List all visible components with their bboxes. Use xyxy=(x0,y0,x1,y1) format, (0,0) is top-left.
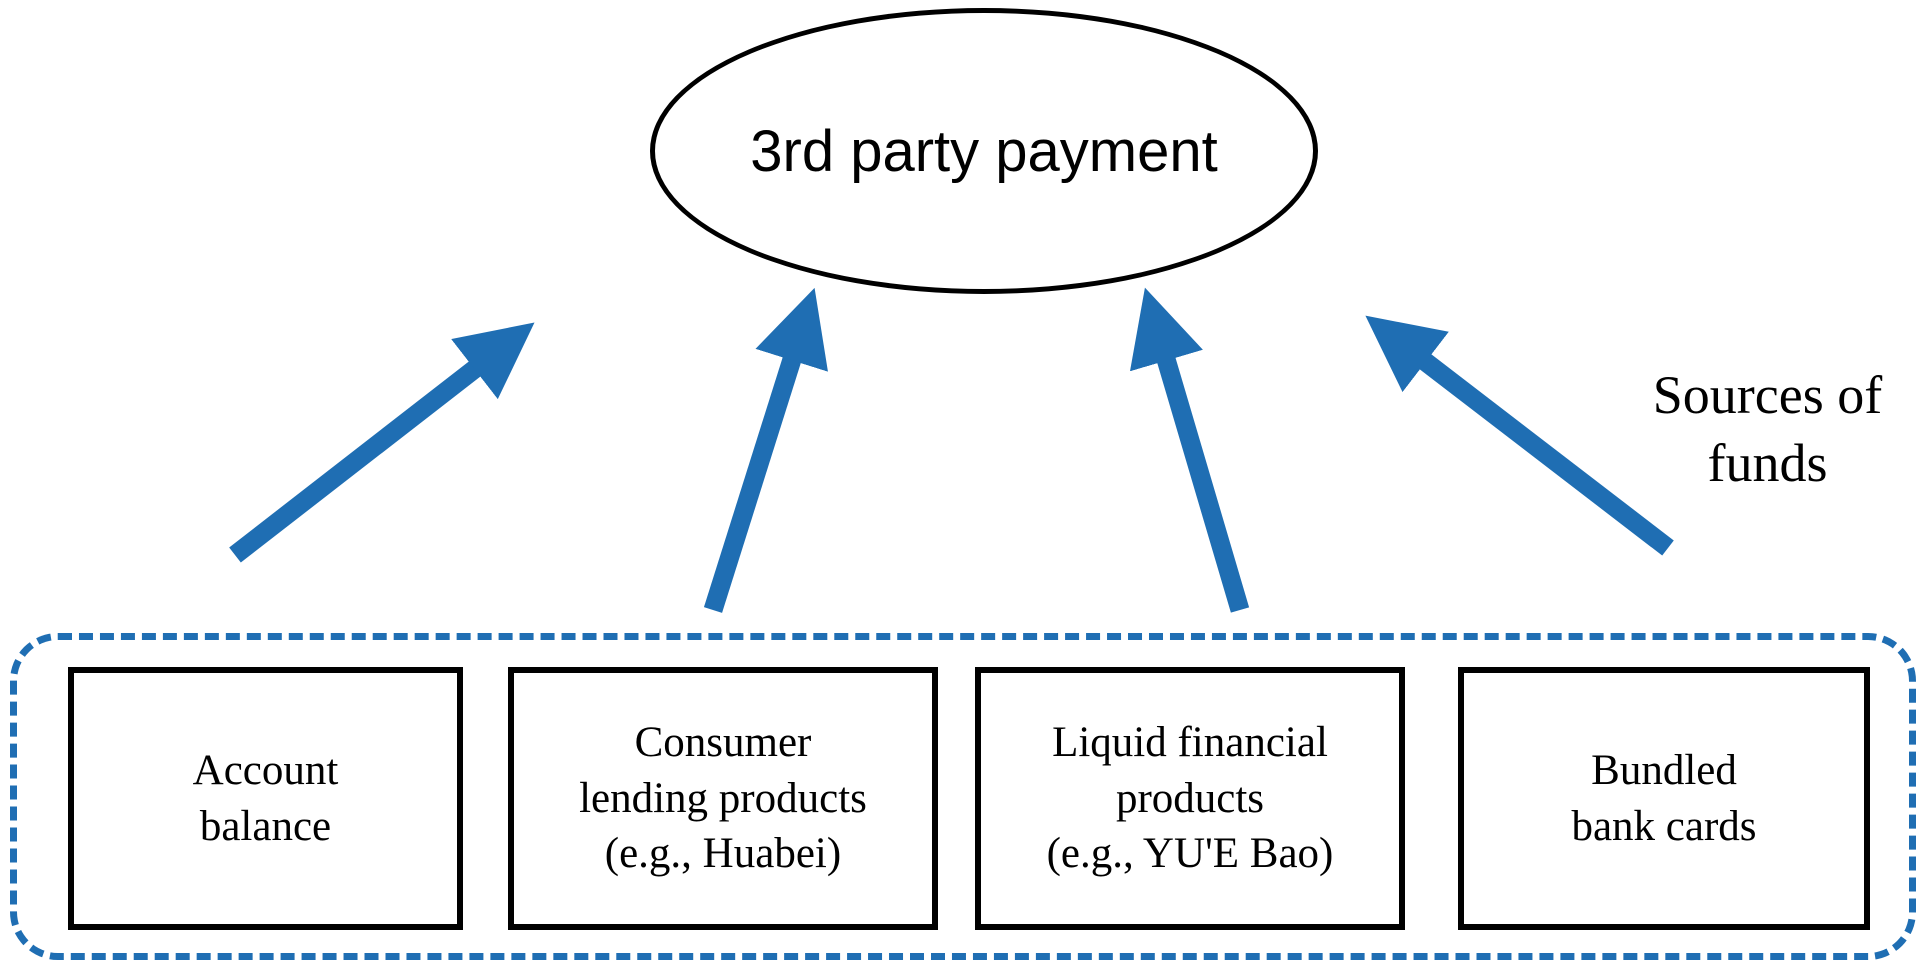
arrow-liquid-financial xyxy=(1129,287,1250,613)
payment-ellipse-node: 3rd party payment xyxy=(650,8,1318,294)
source-box-bundled-bank-cards: Bundled bank cards xyxy=(1458,667,1870,930)
payment-ellipse-title: 3rd party payment xyxy=(750,118,1218,184)
arrow-consumer-lending xyxy=(703,287,828,613)
source-box-account-balance: Account balance xyxy=(68,667,463,930)
sources-group-container xyxy=(10,633,1916,960)
source-box-liquid-financial: Liquid financial products (e.g., YU'E Ba… xyxy=(975,667,1405,930)
source-box-consumer-lending: Consumer lending products (e.g., Huabei) xyxy=(508,667,938,930)
sources-of-funds-label: Sources of funds xyxy=(1652,365,1883,493)
arrow-account-balance xyxy=(229,322,535,563)
